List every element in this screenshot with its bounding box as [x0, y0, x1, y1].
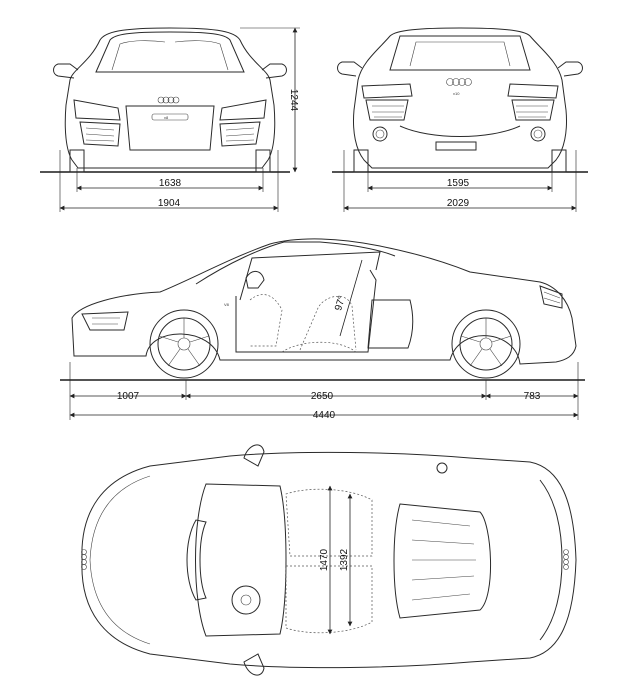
side-view-badge: V8	[224, 302, 230, 307]
front-view-intake-right	[219, 121, 261, 147]
rear-view-vent-mesh-left	[372, 105, 404, 118]
rear-view-wheel-right	[551, 149, 567, 173]
top-view: 1470 1392	[81, 444, 577, 676]
side-view-front-wheel	[149, 309, 219, 379]
top-view-mirror-left	[243, 444, 265, 467]
side-view-headlight	[81, 311, 129, 331]
rear-view-mirror-left	[337, 61, 363, 77]
top-view-rear-edge	[539, 479, 563, 641]
top-view-cabin	[195, 483, 287, 637]
rear-overhang-label: 783	[524, 391, 541, 402]
rear-view-taillight-right	[507, 83, 559, 99]
front-view-logo-rings	[157, 96, 180, 104]
side-view-seat-cushion	[281, 341, 357, 353]
front-view-mirror-right	[261, 63, 287, 79]
side-view-windshield	[195, 241, 396, 285]
rear-view-exhaust-left	[372, 126, 388, 142]
rear-view-body-outline	[353, 27, 567, 169]
side-view-seat	[299, 296, 357, 351]
rear-track-label: 1595	[447, 178, 470, 189]
side-view: V8 97° 1007	[60, 238, 585, 421]
front-view-seat-left	[111, 40, 166, 71]
front-view-intake-left	[79, 121, 121, 147]
side-view-mirror	[245, 271, 265, 289]
front-view-mirror-left	[53, 63, 79, 79]
front-view-headlight-right	[219, 99, 267, 121]
rear-view-mirror-right	[557, 61, 583, 77]
front-view-body-outline	[64, 27, 276, 169]
rear-view-deck	[409, 41, 511, 67]
front-overhang-label: 1007	[117, 391, 140, 402]
top-view-seat-passenger	[285, 488, 373, 557]
side-view-taillight	[539, 285, 563, 309]
top-view-seat-driver	[285, 565, 373, 634]
wheelbase-label: 2650	[311, 391, 334, 402]
front-view-intake-mesh-right	[225, 127, 255, 142]
rear-view-vent-right	[511, 99, 555, 121]
top-view-windshield	[186, 519, 207, 601]
top-view-steering-wheel	[231, 585, 261, 615]
rear-view-badge: v10	[453, 91, 460, 96]
side-view-body-outline	[71, 238, 577, 365]
side-view-taillight-detail	[543, 291, 561, 304]
front-track-label: 1638	[159, 178, 182, 189]
top-view-engine-cover	[393, 503, 492, 619]
top-view-front-logo	[81, 549, 87, 570]
height-label: 1244	[288, 89, 299, 112]
rear-view-taillight-left	[361, 83, 413, 99]
rear-headroom-width-label: 1392	[339, 548, 350, 571]
top-view-hood-line-upper	[89, 475, 151, 561]
top-view-engine-louvres	[411, 519, 476, 601]
side-view-window-frame	[239, 251, 381, 301]
length-label: 4440	[313, 410, 336, 421]
rear-view: v10 1595 2029	[332, 27, 588, 212]
front-view-headlight-left	[73, 99, 121, 121]
rear-view-wheel-left	[353, 149, 369, 173]
rear-width-label: 2029	[447, 198, 470, 209]
rear-view-vent-left	[365, 99, 409, 121]
front-view-plate-text: v8	[164, 115, 169, 120]
top-view-mirror-right	[243, 653, 265, 676]
seat-angle-line	[339, 259, 363, 337]
side-view-steering-area	[249, 294, 283, 347]
front-view-windshield	[95, 31, 245, 73]
front-view-intake-mesh-left	[85, 127, 115, 142]
side-view-side-blade	[367, 299, 414, 349]
front-view-seat-right	[174, 40, 229, 71]
rear-view-vent-mesh-right	[516, 105, 548, 118]
front-width-label: 1904	[158, 198, 181, 209]
rear-view-exhaust-right	[530, 126, 546, 142]
top-view-hood-line-lower	[89, 559, 151, 645]
rear-view-diffuser	[399, 125, 521, 137]
front-view: v8 1638 1904 1244	[40, 27, 300, 212]
front-headroom-width-label: 1470	[319, 548, 330, 571]
seat-angle-label: 97°	[333, 295, 348, 313]
rear-view-rear-window	[389, 35, 531, 71]
side-view-door	[235, 269, 377, 353]
side-view-headlight-detail	[92, 317, 120, 325]
rear-view-center-light	[435, 141, 477, 151]
front-view-plate	[151, 113, 189, 121]
rear-view-logo-rings	[446, 78, 472, 86]
top-view-fuel-cap	[436, 462, 448, 474]
top-view-rear-logo	[563, 549, 569, 570]
side-view-rear-wheel	[451, 309, 521, 379]
front-view-grille	[125, 105, 215, 151]
top-view-body-outline	[81, 451, 577, 669]
